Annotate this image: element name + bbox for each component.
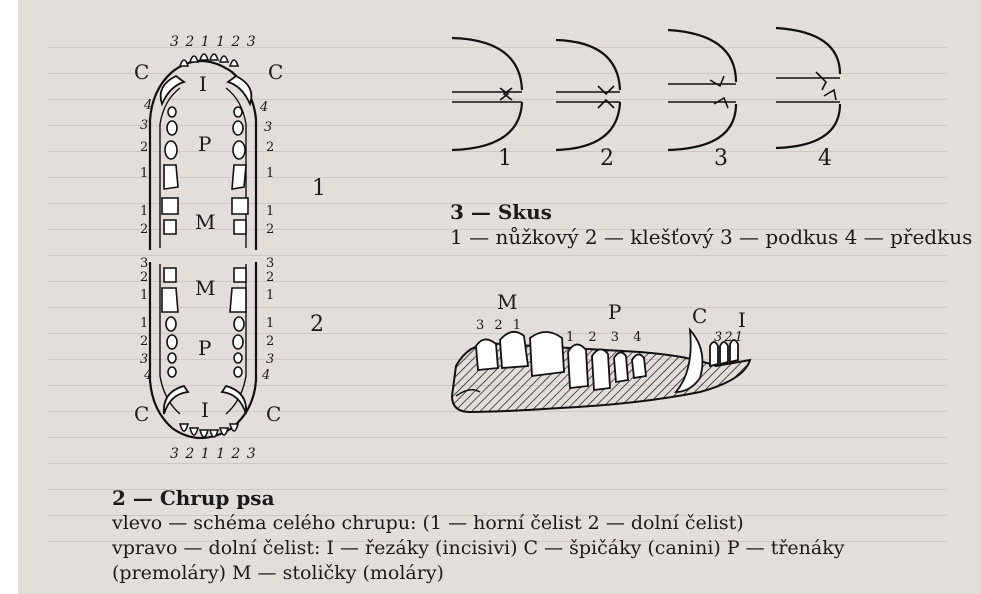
side-premolar-label: P <box>608 300 621 324</box>
upper-incisors <box>180 54 238 66</box>
upper-left-teeth <box>162 107 178 234</box>
side-number: 2 <box>140 270 148 285</box>
side-number: 2 <box>266 140 274 155</box>
side-number: 2 <box>140 222 148 237</box>
side-molar-label: M <box>497 290 517 314</box>
bite-figure-title: 3 — Skus <box>450 200 552 224</box>
caption-line-3: (premoláry) M — stoličky (moláry) <box>112 562 444 584</box>
side-number: 3 <box>140 352 148 367</box>
bottom-incisor-numbers: 3 2 1 1 2 3 <box>170 446 257 462</box>
bite-number-3: 3 <box>714 146 728 171</box>
lower-jaw-number: 2 <box>310 312 324 337</box>
upper-jaw-number: 1 <box>312 176 326 201</box>
side-canine-label: C <box>692 304 707 328</box>
side-number: 1 <box>266 288 274 303</box>
side-number: 4 <box>144 368 152 383</box>
side-molar-numbers: 3 2 1 <box>476 318 521 333</box>
side-premolar-numbers: 1 2 3 4 <box>566 330 641 345</box>
side-number: 1 <box>140 166 148 181</box>
upper-right-canine <box>228 76 251 104</box>
bite-number-2: 2 <box>600 146 614 171</box>
side-number: 1 <box>140 204 148 219</box>
side-number: 3 <box>266 352 274 367</box>
lower-molar-label: M <box>195 276 215 300</box>
bite-number-4: 4 <box>818 146 832 171</box>
side-incisor-numbers: 3 2 1 <box>714 330 743 345</box>
upper-right-canine-label: C <box>268 60 283 84</box>
side-number: 3 <box>266 256 274 271</box>
lower-incisor-label: I <box>201 398 209 422</box>
side-number: 1 <box>140 288 148 303</box>
caption-line-2: vpravo — dolní čelist: I — řezáky (incis… <box>112 537 844 559</box>
side-number: 1 <box>266 204 274 219</box>
lower-premolar-label: P <box>198 336 211 360</box>
side-number: 1 <box>266 166 274 181</box>
bite-number-1: 1 <box>498 146 512 171</box>
side-number: 3 <box>264 120 272 135</box>
side-number: 4 <box>144 98 152 113</box>
caption-title: 2 — Chrup psa <box>112 486 275 510</box>
lower-right-teeth <box>230 268 246 377</box>
upper-left-canine-label: C <box>134 60 149 84</box>
side-number: 3 <box>140 256 148 271</box>
caption-line-1: vlevo — schéma celého chrupu: (1 — horní… <box>112 512 744 534</box>
upper-premolar-label: P <box>198 132 211 156</box>
side-number: 2 <box>266 334 274 349</box>
side-incisor-label: I <box>738 308 746 332</box>
side-number: 2 <box>140 334 148 349</box>
side-number: 3 <box>140 118 148 133</box>
side-number: 2 <box>140 140 148 155</box>
side-number: 4 <box>260 100 268 115</box>
lower-left-canine-label: C <box>134 402 149 426</box>
side-number: 2 <box>266 270 274 285</box>
top-incisor-numbers: 3 2 1 1 2 3 <box>170 34 257 50</box>
lower-left-teeth <box>162 268 178 377</box>
side-number: 4 <box>262 368 270 383</box>
upper-molar-label: M <box>195 210 215 234</box>
bite-diagrams <box>452 28 840 150</box>
side-number: 1 <box>266 316 274 331</box>
bite-figure-legend: 1 — nůžkový 2 — klešťový 3 — podkus 4 — … <box>450 225 972 249</box>
side-number: 1 <box>140 316 148 331</box>
lower-right-canine-label: C <box>266 402 281 426</box>
side-number: 2 <box>266 222 274 237</box>
upper-incisor-label: I <box>199 72 207 96</box>
